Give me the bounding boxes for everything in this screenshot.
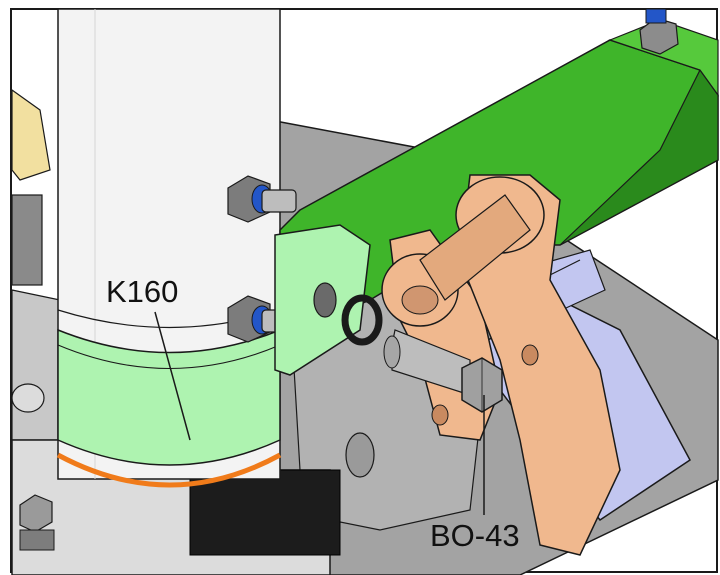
k160-band-edge (57, 344, 281, 369)
ratchet-hub (401, 285, 439, 315)
bracket-rivet-1 (521, 344, 539, 366)
k160-band (57, 328, 281, 466)
ratchet-drum (419, 194, 531, 301)
left-side-bracket (11, 194, 43, 286)
yellow-clamp (11, 88, 51, 181)
washer (341, 294, 383, 346)
hex-bolt-bottom-left (19, 494, 55, 551)
bo43-label: BO-43 (430, 518, 520, 553)
lug-hole (313, 282, 337, 318)
column-bolt-upper (227, 175, 297, 223)
bolt-shank-end (383, 335, 401, 369)
copper-bracket-right (459, 174, 621, 556)
hex-nut-top-right (639, 8, 679, 55)
k160-leader-line (154, 311, 191, 441)
k160-label: K160 (106, 274, 178, 309)
orange-seal-ring (56, 452, 282, 488)
bracket-rivet-2 (431, 404, 449, 426)
left-plate-hole (11, 383, 45, 413)
bracket-hole (345, 432, 375, 478)
black-pad (189, 469, 341, 556)
left-plate (11, 289, 61, 441)
